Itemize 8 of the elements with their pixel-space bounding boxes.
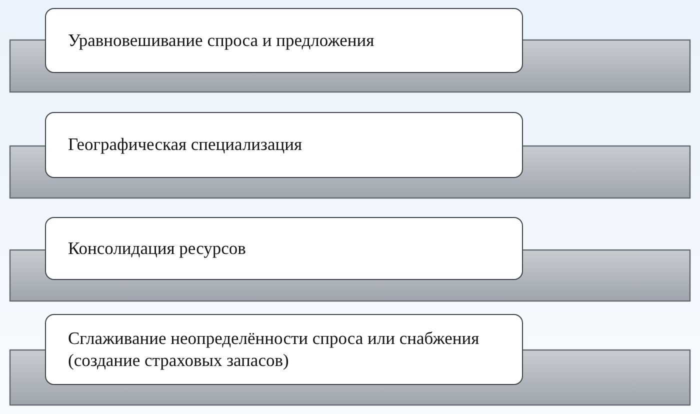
box-text: Географическая специализация bbox=[68, 134, 302, 156]
text-box bbox=[45, 112, 523, 178]
text-box bbox=[45, 8, 523, 73]
box-text: Консолидация ресурсов bbox=[68, 238, 246, 260]
text-box bbox=[45, 217, 523, 280]
box-text: Сглаживание неопределённости спроса или снабжения (создание страховых запасов) bbox=[68, 328, 480, 372]
box-text: Уравновешивание спроса и предложения bbox=[68, 30, 374, 52]
text-box bbox=[45, 314, 523, 385]
